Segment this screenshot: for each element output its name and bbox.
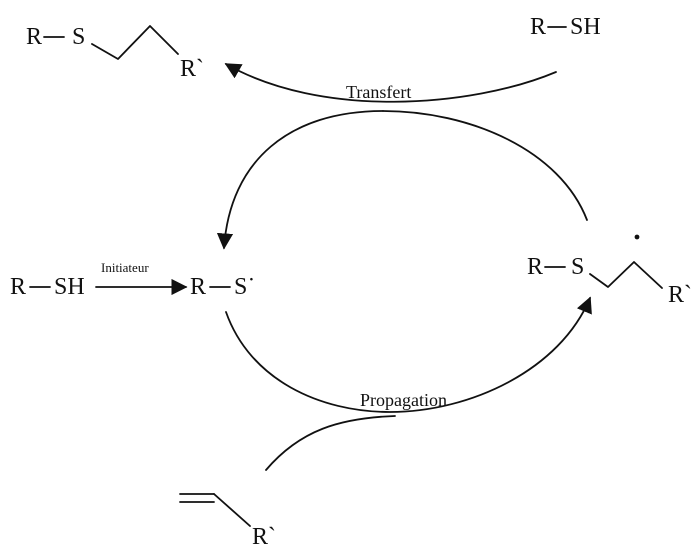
thiol-top-r-label: R [530,14,546,40]
thiyl-s-label: S˙ [234,274,255,300]
thiol-top-sh-label: SH [570,14,601,40]
transfer-arrow [224,63,557,103]
thiyl-r-label: R [190,274,206,300]
carbon-radical-r-label: R [527,254,543,280]
carbon-radical-s-label: S [571,254,584,280]
radical-dot [634,234,640,240]
alkene-r2-label: R` [252,524,276,547]
thiol-left-sh-label: SH [54,274,85,300]
cycle-arc-upper-right [382,110,588,221]
product-carbon-chain [91,25,179,60]
thiyl-radical: R S˙ [190,274,255,300]
thiol-top: R SH [530,14,601,40]
thioether-product: R S R` [26,24,204,82]
cycle-arc-upper-left [216,110,384,250]
product-s-label: S [72,24,85,50]
thiol-left: R SH [10,274,85,300]
carbon-radical-r2-label: R` [668,282,692,308]
product-r2-label: R` [180,56,204,82]
thiol-left-r-label: R [10,274,26,300]
transfer-label: Transfert [346,82,411,102]
propagation-entry-curve [265,415,396,471]
carbon-radical: R S R` [527,234,692,308]
alkene-substituent-bond [213,493,251,527]
carbon-radical-chain [589,261,663,289]
product-r-label: R [26,24,42,50]
alkene: R` [179,493,276,547]
cycle-arc-lower [225,296,592,413]
initiator-label: Initiateur [101,260,149,275]
propagation-label: Propagation [360,390,447,410]
